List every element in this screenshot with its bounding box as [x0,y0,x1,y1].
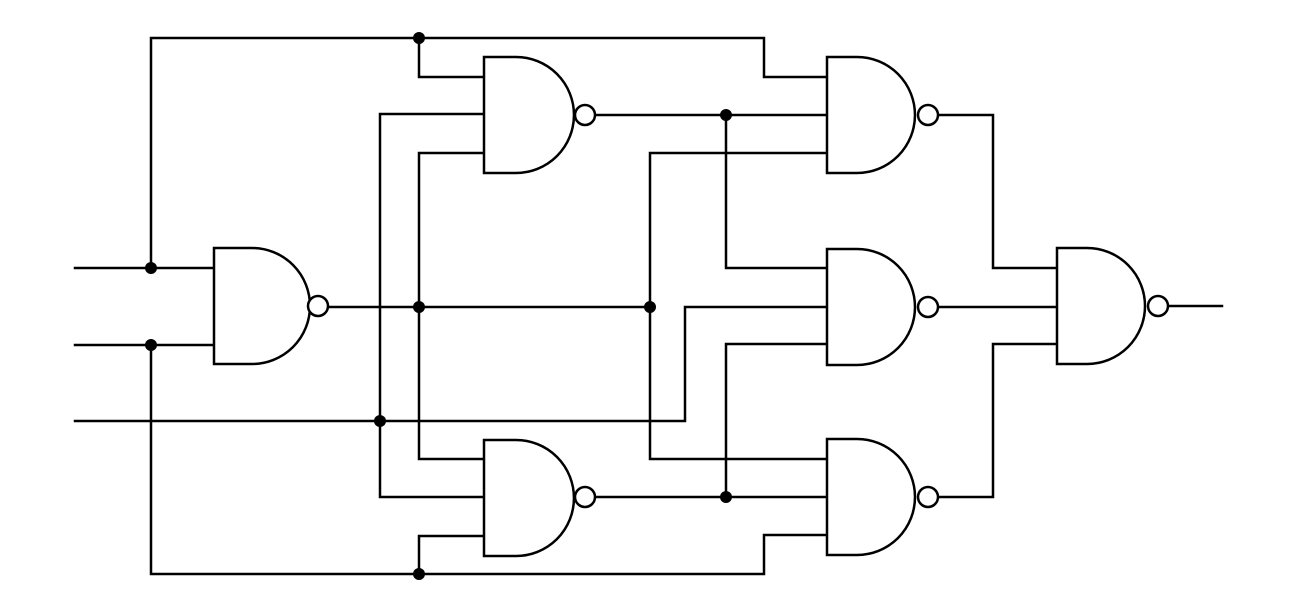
wire-in2-bottom-rail [149,343,829,576]
wire-g2-to-g5 [724,113,829,270]
wire-in1-to-g2 [417,36,486,79]
wire-in3-to-g2-g3 [378,112,486,499]
junction-dot [720,491,732,503]
wire-g6-to-g7 [937,342,1059,499]
wire-g4-to-g7 [937,113,1059,270]
nand-gate-1 [212,246,330,366]
gates [212,55,1170,558]
junction-dot [413,568,425,580]
nand-gate-7 [1055,246,1170,366]
junction-dot [145,339,157,351]
junctions [145,32,732,580]
junction-dot [374,415,386,427]
junction-dot [720,109,732,121]
input-wire-3 [73,305,829,423]
wire-in2-to-g3 [417,534,486,576]
nand-gate-5 [825,247,940,367]
junction-dot [413,301,425,313]
nand-gate-2 [482,55,597,175]
junction-dot [644,301,656,313]
nand-gate-6 [825,437,940,557]
wire-in1-top-rail [149,36,829,270]
nand-gate-3 [482,438,597,558]
wire-g3-to-g5 [724,342,829,499]
nand-gate-4 [825,55,940,175]
junction-dot [145,262,157,274]
junction-dot [413,32,425,44]
